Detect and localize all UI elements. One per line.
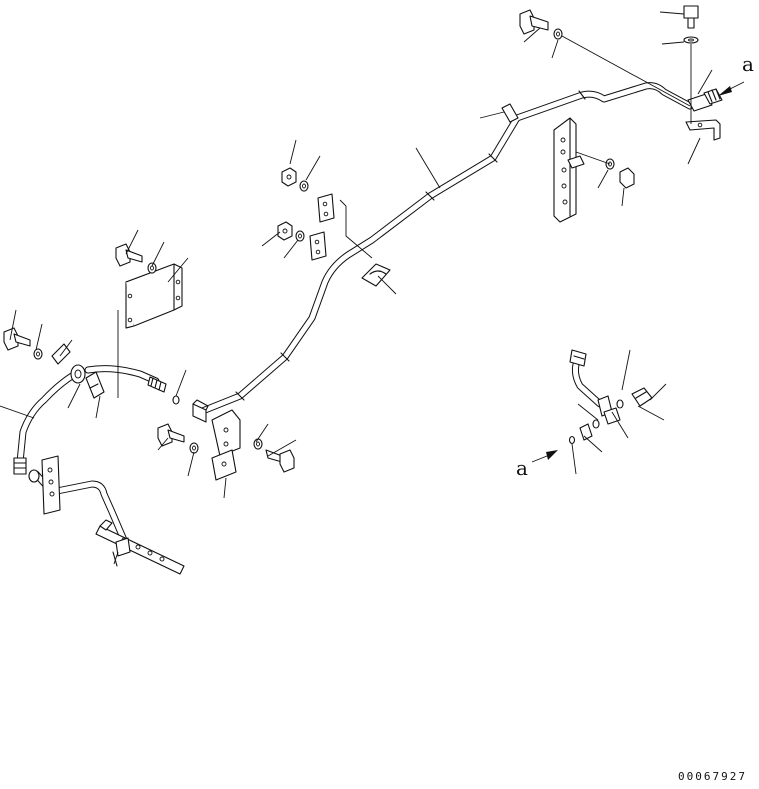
left-hose-assembly [13,364,167,475]
washer-front-bracket-left [189,442,199,454]
reference-arrow-top [718,81,745,96]
rear-pipe-clip [501,103,519,123]
bolt-upper-bracket [115,243,143,267]
nut-middle-lower [277,221,293,241]
detail-hose [569,349,604,408]
left-mounting-plate [28,455,61,515]
bolt-top-left [519,9,549,35]
front-connector-fitting [192,399,209,423]
detail-connector [631,387,653,407]
reference-arrow-bottom [531,450,558,463]
middle-clamp-plate-upper [317,193,335,223]
nut-middle-right [619,167,635,189]
bolt-top-right [683,5,699,29]
middle-pipe-clip [361,263,391,287]
callout-leaders [0,11,713,565]
detail-o-ring-small [568,435,576,445]
rear-tall-bracket [553,117,585,223]
reference-mark-a-bottom: a [516,456,528,480]
lower-strap-bracket [95,519,185,575]
drawing-number: 00067927 [678,770,747,783]
washer-top-left [553,28,563,40]
detail-elbow-fitting [597,395,621,425]
clamp-plate-guide-line [339,199,373,259]
main-pipe [196,82,694,416]
lower-left-pipe [32,470,128,544]
detail-o-ring [592,399,624,429]
washer-front-bracket-right [253,438,263,450]
front-support-bracket [211,409,241,481]
reference-mark-a-top: a [742,52,754,76]
washer-middle-upper [299,180,309,192]
rear-end-fitting [687,88,723,112]
washer-top-right [683,36,699,44]
bolt-left-hose [3,327,31,351]
detail-adapter [579,423,593,441]
bolt-front-bracket-right [265,449,295,473]
washer-middle-lower [295,230,305,242]
o-ring-front-connector [172,395,180,405]
rear-end-bracket [685,119,721,141]
vertical-support-bracket [117,263,183,398]
washer-upper-bracket [147,262,157,274]
bolt-front-bracket-left [157,423,185,447]
middle-clamp-plate-lower [309,231,327,261]
washer-left-hose [33,348,43,360]
nut-middle-upper [281,167,297,187]
